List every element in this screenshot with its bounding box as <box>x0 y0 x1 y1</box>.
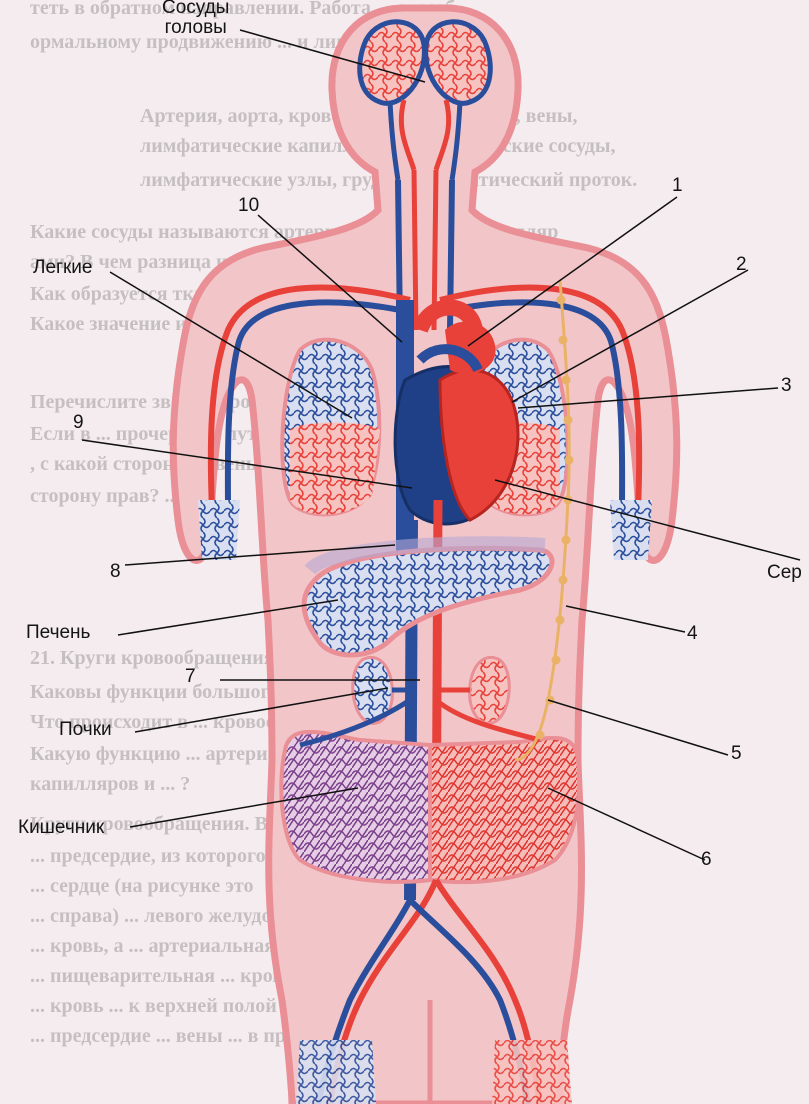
label-1: 1 <box>672 176 683 196</box>
lymph-node <box>552 656 561 665</box>
label-2: 2 <box>736 255 747 275</box>
lymph-node <box>564 416 573 425</box>
lymph-node <box>536 731 545 740</box>
label-5: 5 <box>731 744 742 764</box>
lymph-node <box>562 376 571 385</box>
label-kidneys: Почки <box>59 720 112 740</box>
label-intestine: Кишечник <box>18 818 104 838</box>
lymph-node <box>559 336 568 345</box>
background-text-line: капилляров и ... ? <box>30 773 190 795</box>
label-10: 10 <box>238 196 259 216</box>
background-text-line: 21. Круги кровообращения <box>30 647 275 669</box>
lymph-node <box>557 296 566 305</box>
label-9: 9 <box>73 413 84 433</box>
label-head-vessels: Сосуды головы <box>162 0 229 38</box>
label-6: 6 <box>701 850 712 870</box>
label-8: 8 <box>110 562 121 582</box>
lymph-node <box>562 536 571 545</box>
label-lungs: Легкие <box>33 258 92 278</box>
label-heart: Сер <box>767 563 802 583</box>
lymph-node <box>559 576 568 585</box>
lymph-node <box>556 616 565 625</box>
label-3: 3 <box>781 376 792 396</box>
lymph-node <box>565 456 574 465</box>
label-liver: Печень <box>26 623 90 643</box>
background-text-line: ... сердце (на рисунке это <box>30 875 253 897</box>
label-4: 4 <box>687 624 698 644</box>
label-7: 7 <box>185 667 196 687</box>
background-text-line: сторону прав? ... <box>30 485 180 507</box>
